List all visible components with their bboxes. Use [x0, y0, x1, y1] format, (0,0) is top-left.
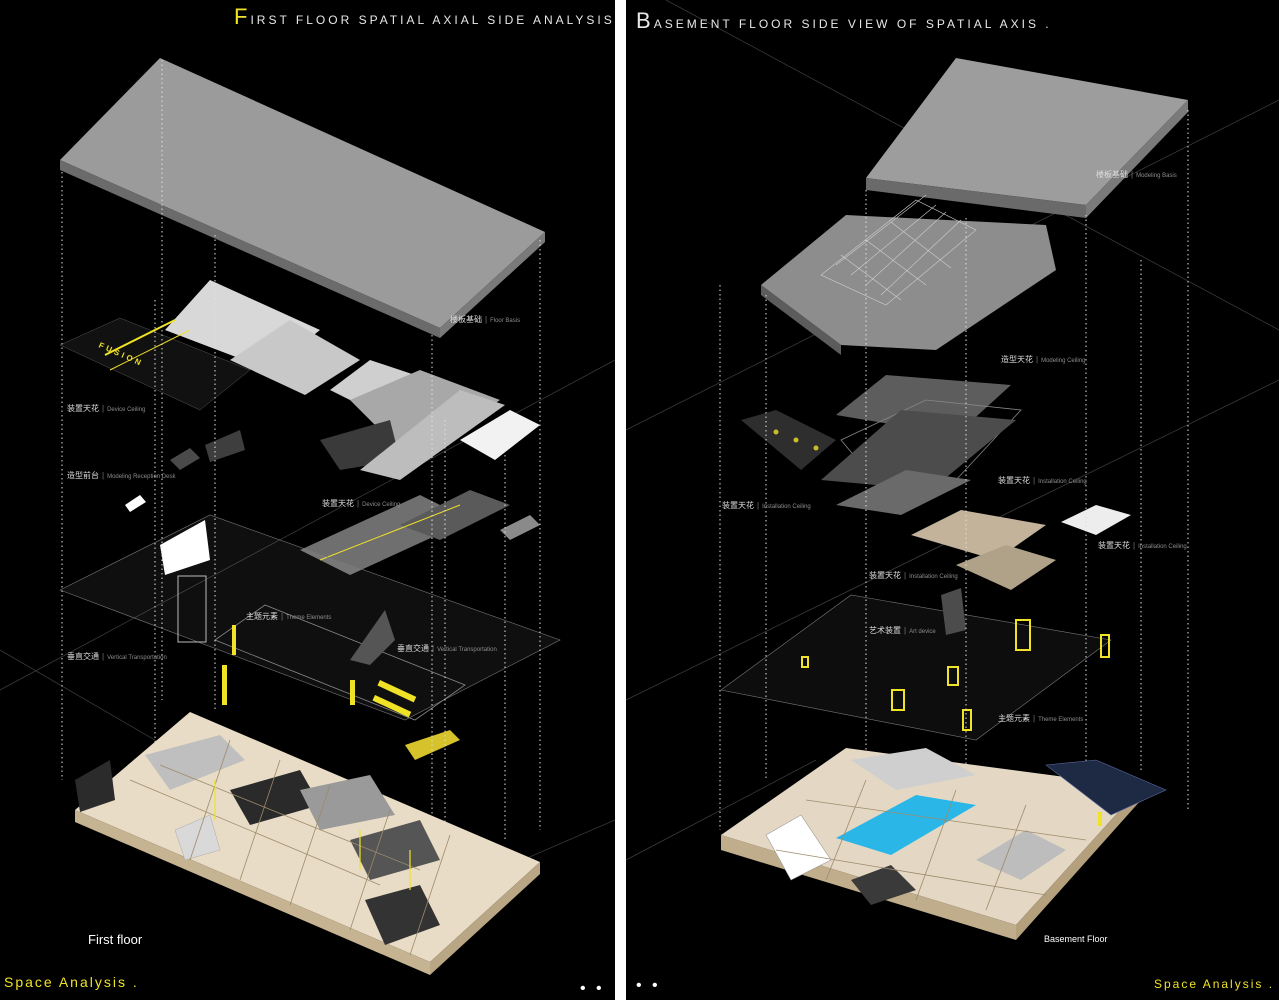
- basement-floor-plan-model: [721, 748, 1167, 940]
- label-device-ceiling-1: 装置天花|Device Ceiling: [67, 404, 146, 413]
- elevator-frame: [177, 575, 207, 643]
- first-floor-exploded-axonometric: [0, 58, 615, 975]
- page-dots-right: • •: [636, 977, 661, 994]
- label-installation-ceiling-4: 装置天花|Installation Ceiling: [869, 571, 958, 580]
- first-floor-label: First floor: [88, 932, 143, 947]
- installation-ceiling-layer-2: [836, 470, 1131, 590]
- modeling-ceiling-layer: [761, 194, 1056, 355]
- label-installation-ceiling-3: 装置天花|Installation Ceiling: [1098, 541, 1187, 550]
- space-analysis-footer-right: Space Analysis .: [1154, 977, 1275, 991]
- device-ceiling-layer-2: [300, 490, 540, 575]
- label-reception-desk: 造型前台|Modeling Reception Desk: [67, 471, 176, 480]
- label-device-ceiling-2: 装置天花|Device Ceiling: [322, 499, 401, 508]
- space-analysis-footer-left: Space Analysis .: [4, 974, 139, 990]
- label-art-device: 艺术装置|Art device: [869, 626, 936, 635]
- label-floor-basis: 楼板基础|Floor Basis: [450, 315, 521, 324]
- label-vertical-transport-2: 垂直交通|Vertical Transportation: [397, 644, 497, 653]
- modeling-basis-slab: [866, 58, 1188, 218]
- reception-desk-pieces: [125, 430, 245, 575]
- reference-plane: [59, 514, 561, 721]
- label-modeling-ceiling: 造型天花|Modeling Ceiling: [1001, 355, 1086, 364]
- label-modeling-basis: 楼板基础|Modeling Basis: [1096, 170, 1177, 179]
- label-theme-elements: 主题元素|Theme Elements: [246, 612, 332, 621]
- basement-exploded-axonometric: [626, 0, 1279, 940]
- floor-basis-slab: [60, 58, 545, 338]
- label-vertical-transport-1: 垂直交通|Vertical Transportation: [67, 652, 167, 661]
- basement-floor-label: Basement Floor: [1044, 934, 1108, 944]
- projection-lines-right: [719, 110, 1189, 830]
- label-installation-ceiling-1: 装置天花|Installation Ceiling: [998, 476, 1087, 485]
- label-installation-ceiling-2: 装置天花|Installation Ceiling: [722, 501, 811, 510]
- page-dots-left: • •: [580, 980, 605, 997]
- theme-element-frames: [801, 619, 1110, 731]
- projection-lines: [61, 60, 541, 870]
- first-floor-plan-model: [75, 712, 540, 975]
- installation-ceiling-layer-1: [741, 375, 1022, 490]
- swimming-pool: [836, 795, 976, 855]
- label-theme-elements-right: 主题元素|Theme Elements: [998, 714, 1084, 723]
- reference-plane-right: [720, 594, 1112, 741]
